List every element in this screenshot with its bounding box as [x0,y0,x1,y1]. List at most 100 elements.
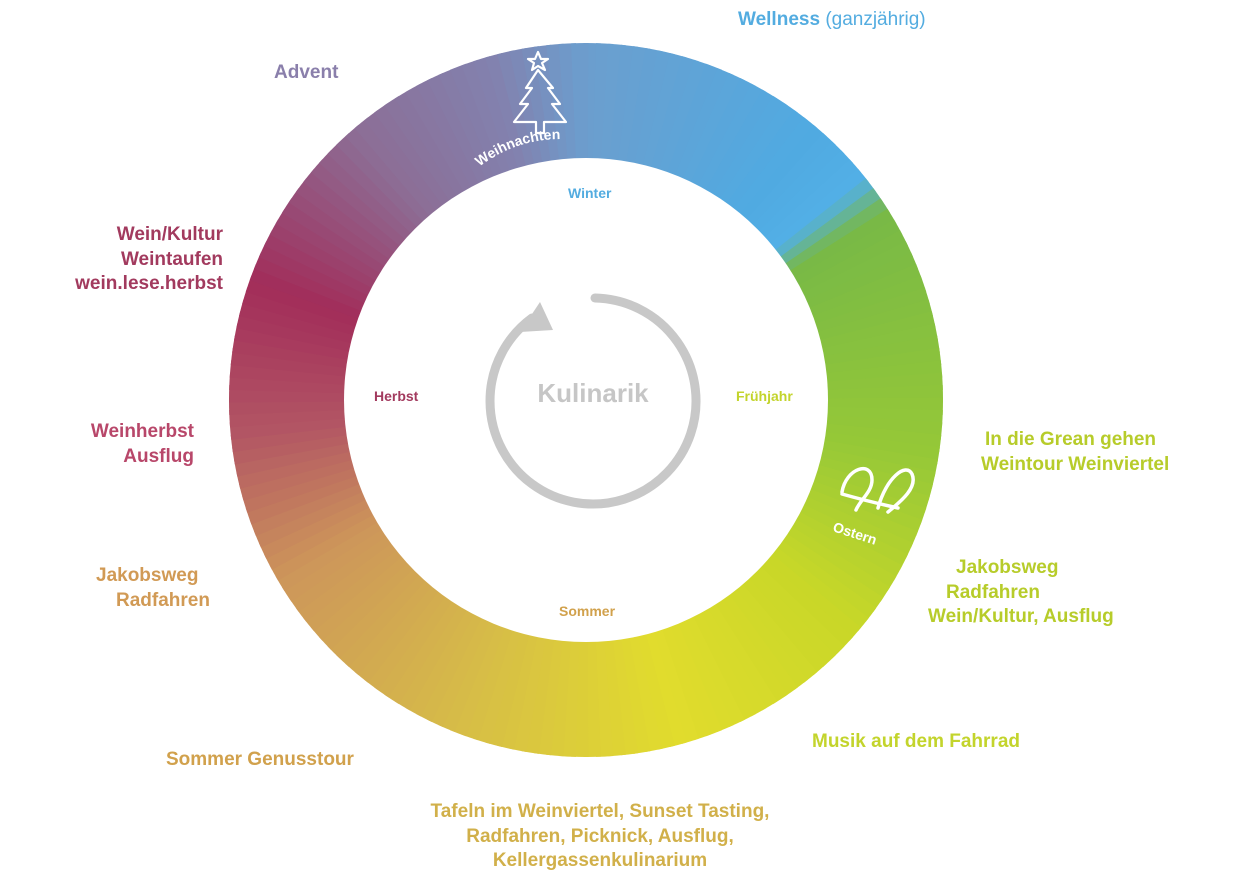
ring-segment [666,621,723,737]
ring-segment [757,559,853,650]
ring-segment [788,208,897,282]
ring-segment [793,219,903,289]
ring-segment [816,299,933,344]
ring-segment [704,89,778,198]
label-line: Weintour Weinviertel [981,453,1170,475]
ring-segment [697,607,767,717]
ring-segment [823,347,942,377]
label-line: Weintaufen [120,248,223,270]
ring-segment [264,503,375,570]
label-summer-bottom: Tafeln im Weinviertel, Sunset Tasting, R… [385,800,815,874]
ring-segment [258,241,372,304]
center-title: Kulinarik [537,378,649,408]
ring-segment [327,565,421,659]
ring-segment [751,565,845,659]
season-label-summer: Sommer [559,603,616,619]
ring-segment [327,141,421,235]
ring-segment [416,611,483,722]
ring-segment [732,117,818,218]
ring-segment [634,632,675,750]
ring-segment [281,525,388,602]
ring-segment [310,159,409,248]
label-wellness-suffix: (ganzjährig) [825,9,926,30]
cycle-arrow-icon [485,293,701,509]
label-line: Weinherbst [90,421,194,442]
ring-segment [427,614,490,728]
ring-segment [682,72,745,186]
label-line: Radfahren [116,589,210,611]
ring-segment [245,472,362,525]
ring-segment [230,423,349,453]
label-weinherbst: Weinherbst Ausflug [91,420,194,469]
ring-segment [394,602,468,711]
ring-segment [718,593,798,698]
ring-segment [797,503,908,570]
ring-segment [650,627,699,744]
label-line: wein.lese.herbst [75,273,223,295]
ring-segment [345,124,434,223]
cycle-arrow-head-icon [520,302,553,332]
label-sommer-genusstour: Sommer Genusstour [166,749,354,770]
ring-segment [642,630,687,747]
ring-segment [394,89,468,198]
label-line: Radfahren [946,581,1040,603]
ring-segment [239,456,356,501]
ring-segment [275,208,384,282]
ring-segment [774,539,877,622]
ring-segment [711,95,788,202]
ring-segment [364,588,447,691]
ring-segment [738,577,827,676]
ring-segment [405,607,475,717]
ring-segment [788,518,897,592]
ring-segment [689,611,756,722]
season-label-autumn: Herbst [374,388,419,404]
ring-segment [521,46,555,164]
label-musik: Musik auf dem Fahrrad [812,731,1020,752]
ring-segment [774,178,877,261]
ring-segment [800,241,914,304]
ring-segment [288,188,393,268]
ring-segment [288,532,393,612]
ring-segment [264,230,375,297]
ring-segment [269,511,379,581]
ring-inner-disc [344,158,828,642]
label-jakobsweg-left: Jakobsweg Radfahren [96,564,210,613]
ring-segment [807,263,923,320]
label-line: Wein/Kultur [116,224,223,245]
ring-segment [427,72,490,186]
label-line: Radfahren, Picknick, Ausflug, [466,825,734,847]
ring-segment [249,480,365,537]
ring-segment [697,83,767,193]
label-spring-right: In die Grean gehen Weintour Weinviertel [981,428,1169,477]
ring-segment [405,83,475,193]
ring-segment [571,42,589,161]
label-advent: Advent [274,62,339,83]
ring-segment [704,602,778,711]
ring-segment [804,252,918,312]
label-jakobsweg-right: Jakobsweg Radfahren Wein/Kultur, Ausflug [928,556,1114,630]
ring-segment [384,95,461,202]
label-wellness: Wellness (ganzjährig) [738,8,926,33]
ring-segment [497,50,538,168]
ring-segment [485,53,530,170]
ring-segment [820,323,939,360]
label-line: Ausflug [123,445,194,467]
ring-segment [689,78,756,189]
ring-segment [763,159,862,248]
label-autumn-wine: Wein/Kultur Weintaufen wein.lese.herbst [75,223,223,297]
ring-segment [682,614,745,728]
ring-segment [336,133,427,229]
ring-segment [236,448,354,489]
ring-segment [416,78,483,189]
ring-segment [745,133,836,229]
ring-segment [609,637,639,756]
ring-segment [233,440,352,477]
ring-segment [725,588,808,691]
ring-segment [275,518,384,592]
ring-segment [295,539,398,622]
ring-segment [354,582,440,683]
label-line: In die Grean gehen [985,429,1157,450]
ring-segment [345,577,434,676]
ring-segment [303,168,404,254]
